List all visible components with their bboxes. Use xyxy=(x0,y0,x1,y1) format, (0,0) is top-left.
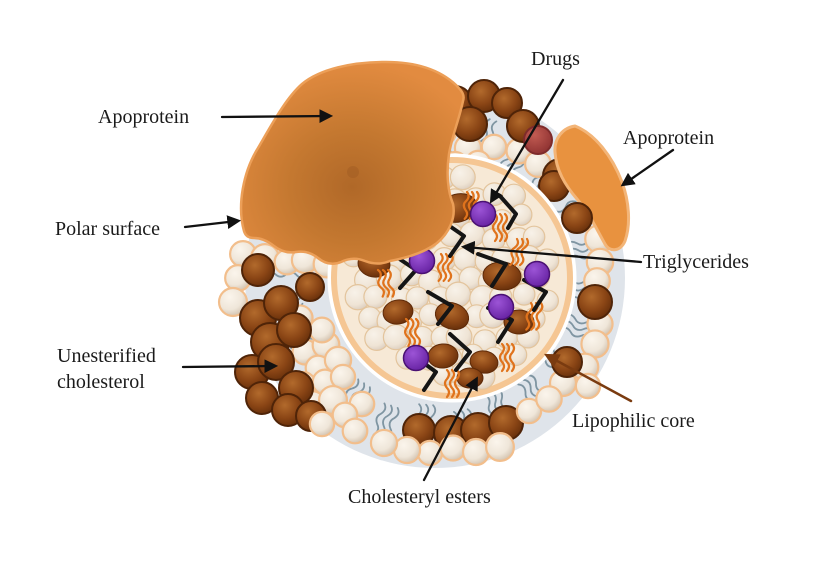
label-apoprotein-left: Apoprotein xyxy=(98,106,190,128)
leader-arrow xyxy=(489,78,565,204)
label-drugs: Drugs xyxy=(531,48,580,70)
leader-arrows xyxy=(181,78,675,482)
label-lipophilic-core: Lipophilic core xyxy=(572,410,695,432)
leader-arrow xyxy=(422,376,478,482)
label-cholesteryl-esters: Cholesteryl esters xyxy=(348,486,491,508)
fatty-acid-squiggles xyxy=(376,190,544,399)
leader-arrow xyxy=(183,215,242,229)
leader-arrow xyxy=(220,109,334,123)
label-unesterified-cholesterol-line1: Unesterified xyxy=(57,345,156,367)
leader-arrow xyxy=(620,148,675,187)
label-polar-surface: Polar surface xyxy=(55,218,160,240)
apoprotein-texture-dot xyxy=(347,166,359,178)
label-unesterified-cholesterol: Unesterified cholesterol xyxy=(57,343,156,395)
apoprotein-blob xyxy=(239,60,465,266)
label-triglycerides: Triglycerides xyxy=(643,251,749,273)
drug-molecules xyxy=(402,200,551,372)
leader-arrow xyxy=(460,240,643,264)
leader-arrow-lipophilic-core xyxy=(544,353,633,403)
label-apoprotein-right: Apoprotein xyxy=(623,127,715,149)
label-unesterified-cholesterol-line2: cholesterol xyxy=(57,371,145,393)
leader-arrow xyxy=(181,359,279,374)
